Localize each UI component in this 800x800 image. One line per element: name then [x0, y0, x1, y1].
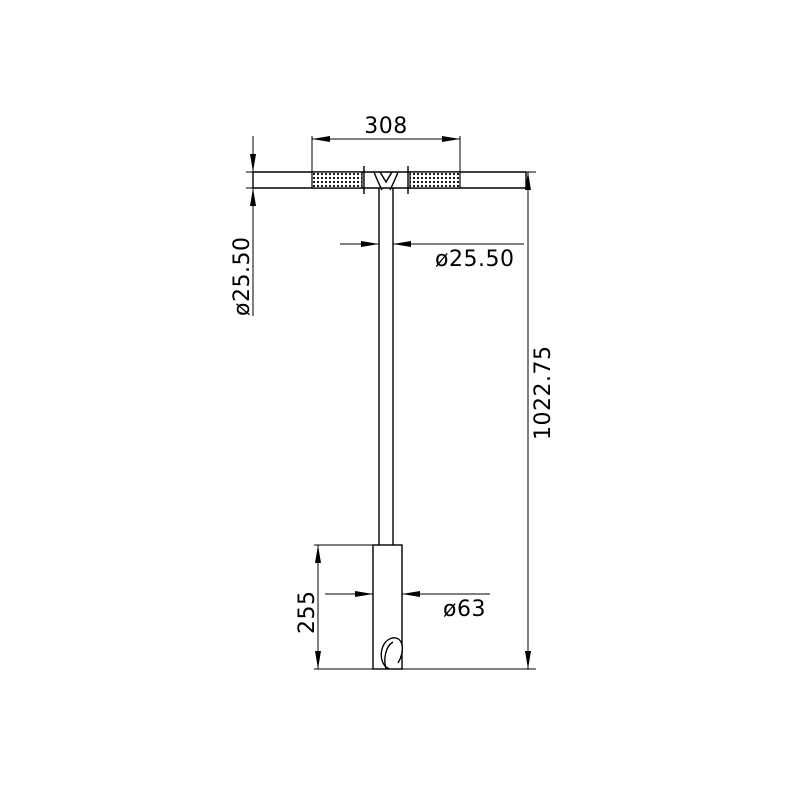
dim-bit-length: 255 [295, 544, 536, 670]
dim-handle-diameter-label: ø25.50 [230, 237, 255, 316]
dim-bit-diameter-label: ø63 [443, 597, 486, 622]
dim-handle-length-label: 308 [364, 114, 408, 139]
dim-bit-diameter: ø63 [325, 591, 490, 622]
handle-shaft-junction [373, 171, 399, 191]
left-grip [311, 166, 365, 194]
dim-bit-length-label: 255 [295, 591, 320, 635]
t-handle [252, 166, 527, 194]
right-grip [407, 166, 461, 194]
shaft [378, 188, 394, 545]
dim-total-length-label: 1022.75 [531, 346, 556, 440]
dim-total-length: 1022.75 [402, 171, 556, 669]
dim-shaft-diameter-label: ø25.50 [435, 247, 514, 272]
dim-handle-length: 308 [311, 114, 461, 172]
dim-shaft-diameter: ø25.50 [340, 241, 524, 272]
dim-handle-diameter: ø25.50 [230, 136, 262, 316]
auger-bit [372, 544, 404, 670]
